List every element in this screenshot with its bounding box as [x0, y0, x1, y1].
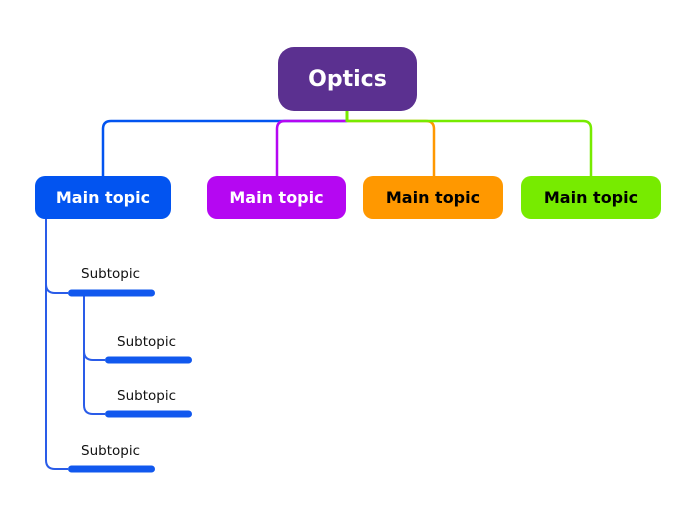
connector-subtopic-a-to-child1 — [83, 350, 105, 361]
subtopic-bar[interactable] — [105, 410, 192, 418]
main-topic-node-4[interactable]: Main topic — [521, 176, 661, 219]
connector-root-to-green — [347, 119, 593, 177]
main-topic-node-2[interactable]: Main topic — [207, 176, 346, 219]
main-topic-node-1[interactable]: Main topic — [35, 176, 171, 219]
connector-root-to-magenta — [275, 119, 347, 177]
subtopic-node-label[interactable]: Subtopic — [81, 443, 140, 459]
connector-root-to-orange — [347, 119, 436, 177]
subtopic-bar[interactable] — [68, 289, 155, 297]
connector-main1-to-subtopic-b — [45, 218, 68, 470]
subtopic-node-label[interactable]: Subtopic — [117, 334, 176, 350]
root-node-optics[interactable]: Optics — [278, 47, 417, 111]
main-topic-node-3[interactable]: Main topic — [363, 176, 503, 219]
connector-main1-to-subtopic-a — [45, 283, 68, 294]
connector-subtopic-a-to-child2 — [83, 296, 105, 415]
subtopic-node-label[interactable]: Subtopic — [117, 388, 176, 404]
subtopic-bar[interactable] — [68, 465, 155, 473]
subtopic-node-label[interactable]: Subtopic — [81, 266, 140, 282]
subtopic-bar[interactable] — [105, 356, 192, 364]
connector-root-to-blue — [101, 119, 347, 177]
